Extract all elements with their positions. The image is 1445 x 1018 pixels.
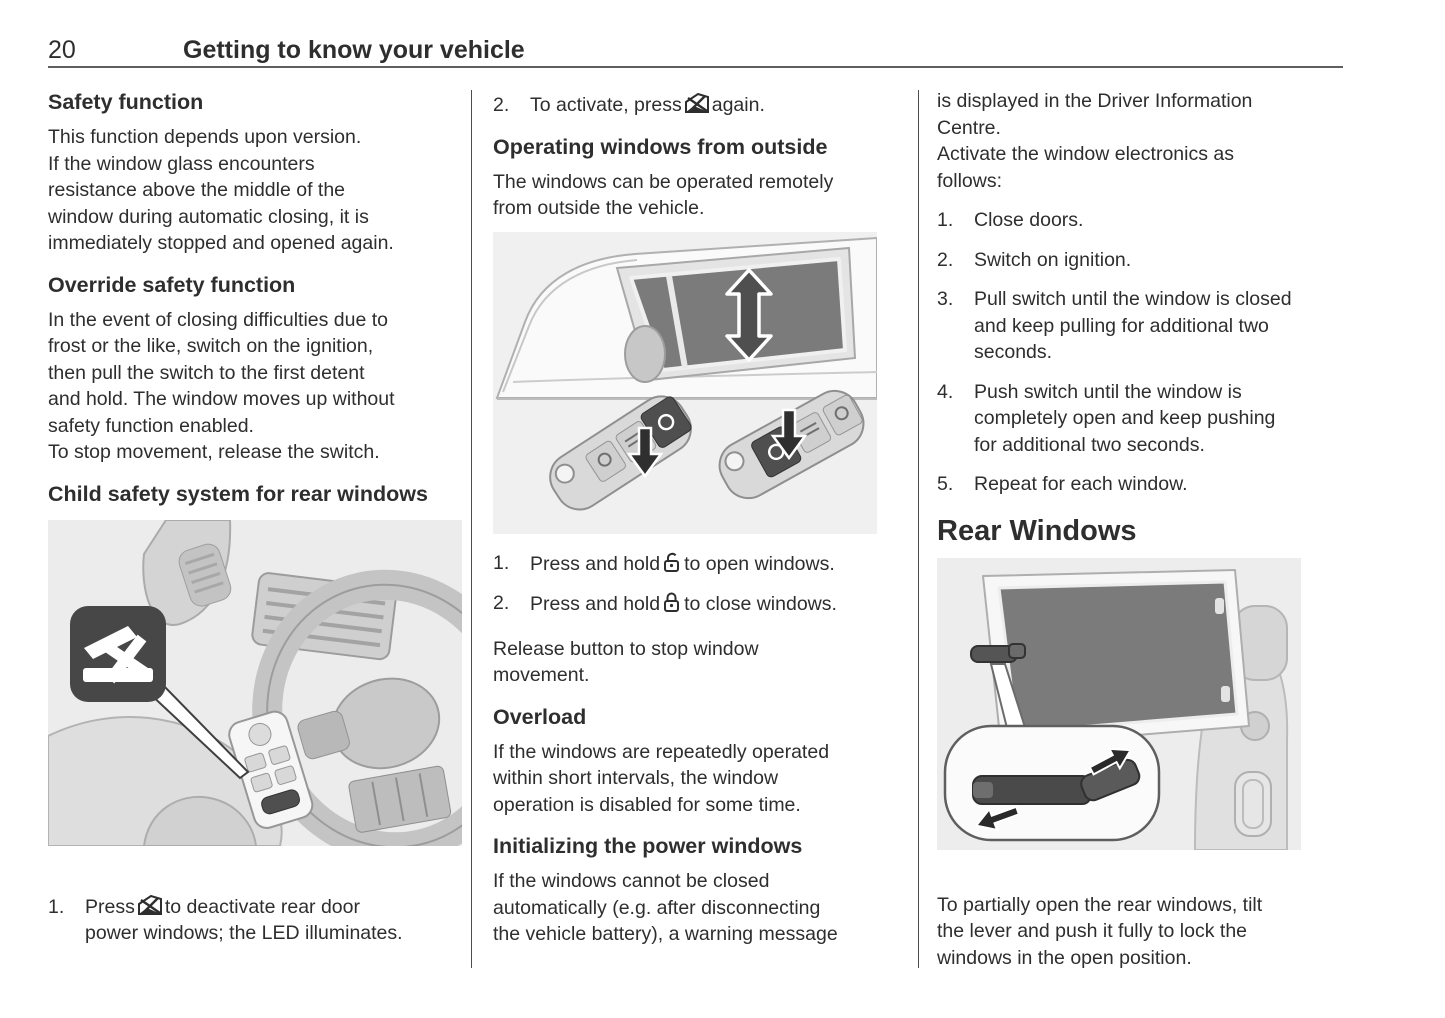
step-text-pre: Press <box>85 895 135 918</box>
remote-window-illustration <box>493 231 895 534</box>
step-text: Close doors. <box>974 209 1084 231</box>
step-text-post: again. <box>711 94 765 116</box>
double-arrow-vertical-icon <box>725 267 773 362</box>
safety-function-paragraph: This function depends upon version. If t… <box>48 126 394 254</box>
list-number: 2. <box>493 592 510 614</box>
step-repeat: 5. Repeat for each window. <box>937 471 1347 498</box>
step-text: Push switch until the window is complete… <box>974 380 1276 456</box>
step-text-post: to close windows. <box>684 593 837 615</box>
window-lever-large <box>972 758 1141 805</box>
step-close-doors: 1. Close doors. <box>937 207 1347 234</box>
list-number: 2. <box>493 94 510 116</box>
remote-window-illustration-svg <box>493 231 877 534</box>
open-windows-text: Press and hold to open windows. <box>530 550 895 578</box>
override-safety-paragraph: In the event of closing difficulties due… <box>48 308 395 464</box>
list-number: 1. <box>48 895 65 918</box>
release-note-paragraph: Release button to stop window movement. <box>493 637 759 687</box>
window-crossed-icon <box>684 93 709 113</box>
child-safety-heading: Child safety system for rear windows <box>48 481 428 506</box>
overload-heading: Overload <box>493 704 587 729</box>
rear-window-illustration <box>937 557 1347 850</box>
window-crossed-badge-icon <box>70 605 166 702</box>
rear-window-paragraph: To partially open the rear windows, tilt… <box>937 893 1263 969</box>
overload-paragraph: If the windows are repeatedly operated w… <box>493 740 830 816</box>
header-rule <box>48 66 1343 68</box>
activate-step-item: 2. To activate, press again. <box>493 92 895 119</box>
door-switch-illustration-svg <box>48 519 462 846</box>
step-text-post: to open windows. <box>684 552 835 575</box>
step-text: Switch on ignition. <box>974 248 1132 271</box>
activate-step-text: To activate, press again. <box>530 92 895 119</box>
step-text-pre: Press and hold <box>530 552 661 575</box>
safety-function-heading: Safety function <box>48 90 204 114</box>
close-windows-step: 2. Press and hold to close windows. <box>493 590 895 618</box>
operating-outside-heading: Operating windows from outside <box>493 134 828 159</box>
column-2: 2. To activate, press again. Operating wi… <box>493 88 895 952</box>
step-switch-ignition: 2. Switch on ignition. <box>937 247 1347 274</box>
column-divider-1 <box>471 90 472 968</box>
step-text: Repeat for each window. <box>974 473 1188 495</box>
close-windows-text: Press and hold to close windows. <box>530 590 895 618</box>
chapter-title: Getting to know your vehicle <box>183 36 525 64</box>
arrow-down-icon <box>626 426 664 478</box>
remote-steps-list: 1. Press and hold to open windows. 2. Pre… <box>493 550 895 618</box>
column-divider-2 <box>918 90 919 968</box>
operating-outside-paragraph: The windows can be operated remotely fro… <box>493 170 834 220</box>
list-number: 2. <box>937 248 954 271</box>
lock-closed-icon <box>664 592 680 612</box>
initializing-heading: Initializing the power windows <box>493 834 803 858</box>
list-number: 1. <box>937 209 954 231</box>
step-text-pre: Press and hold <box>530 593 661 615</box>
activation-steps-list: 1. Close doors. 2. Switch on ignition. 3… <box>937 207 1347 498</box>
rear-window-illustration-svg <box>937 557 1301 850</box>
list-number: 1. <box>493 551 510 574</box>
page-number: 20 <box>48 36 76 64</box>
column-1: Safety function This function depends up… <box>48 88 462 947</box>
step-text-post: to deactivate rear door power windows; t… <box>85 895 403 945</box>
initializing-paragraph: If the windows cannot be closed automati… <box>493 870 838 945</box>
arrow-down-icon <box>770 408 808 460</box>
open-windows-step: 1. Press and hold to open windows. <box>493 550 895 578</box>
step-push-switch: 4. Push switch until the window is compl… <box>937 379 1347 459</box>
list-number: 4. <box>937 380 954 403</box>
list-number: 5. <box>937 473 954 495</box>
step-text: Pull switch until the window is closed a… <box>974 288 1292 363</box>
override-safety-heading: Override safety function <box>48 272 296 297</box>
list-number: 3. <box>937 288 954 310</box>
window-crossed-icon <box>137 894 162 915</box>
window-lever-small <box>970 642 1026 663</box>
arrow-up-right-icon <box>1088 747 1133 776</box>
door-switch-illustration <box>48 519 462 846</box>
arrow-down-left-icon <box>974 805 1021 831</box>
step-text-pre: To activate, press <box>530 94 682 116</box>
column-3: is displayed in the Driver Information C… <box>937 88 1347 975</box>
driver-info-paragraph: is displayed in the Driver Information C… <box>937 90 1253 192</box>
rear-windows-heading: Rear Windows <box>937 514 1137 547</box>
unlock-open-icon <box>664 552 680 572</box>
step-pull-switch: 3. Pull switch until the window is close… <box>937 286 1347 366</box>
